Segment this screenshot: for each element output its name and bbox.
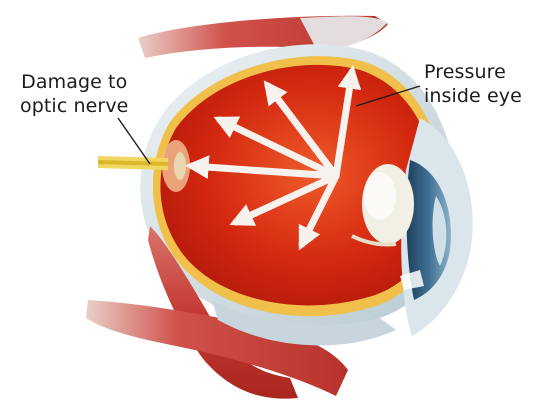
- optic-nerve-label-line2: optic nerve: [20, 94, 128, 118]
- optic-nerve-label-line1: Damage to: [20, 70, 128, 94]
- pressure-label-line1: Pressure: [424, 60, 522, 84]
- pressure-label-line2: inside eye: [424, 84, 522, 108]
- optic-nerve-label: Damage to optic nerve: [20, 70, 128, 118]
- pressure-label: Pressure inside eye: [424, 60, 522, 108]
- optic-nerve: [98, 156, 168, 170]
